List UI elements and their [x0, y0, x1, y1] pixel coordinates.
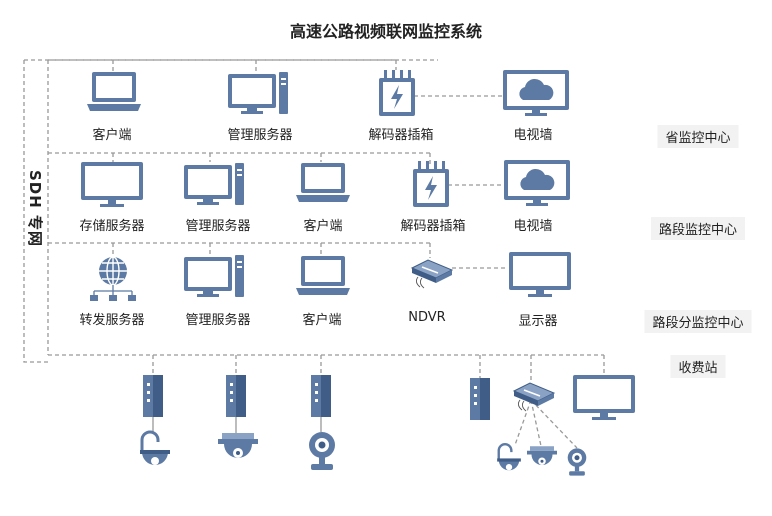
subsection-client-laptop-icon	[295, 254, 351, 298]
section-tv-wall-label: 电视墙	[513, 219, 553, 234]
diagram-title: 高速公路视频联网监控系统	[289, 22, 482, 41]
zone-subsection: 路段分监控中心	[644, 310, 752, 333]
section-tv-wall-icon	[504, 160, 570, 206]
section-client-label: 客户端	[303, 219, 343, 234]
encoder-icon	[224, 375, 248, 417]
section-client-laptop-icon	[295, 161, 351, 205]
section-storage-label: 存储服务器	[79, 219, 145, 234]
province-decoder-label: 解码器插箱	[368, 128, 434, 143]
webcam-icon	[307, 430, 337, 472]
zone-province: 省监控中心	[657, 125, 739, 148]
zone-toll: 收费站	[670, 355, 726, 378]
dome-camera-icon	[527, 446, 557, 472]
subsection-server-icon	[184, 255, 246, 297]
subsection-ndvr-icon	[408, 256, 454, 290]
section-storage-monitor-icon	[81, 162, 143, 208]
section-decoder-icon	[410, 161, 452, 209]
subsection-ndvr-label: NDVR	[408, 310, 446, 325]
webcam-icon	[566, 447, 588, 477]
section-server-icon	[184, 163, 246, 205]
section-server-label: 管理服务器	[185, 219, 251, 234]
subsection-display-monitor-icon	[509, 252, 571, 298]
subsection-client-label: 客户端	[302, 313, 342, 328]
subsection-display-label: 显示器	[518, 314, 558, 329]
province-client-laptop-icon	[86, 70, 142, 114]
province-client-label: 客户端	[92, 128, 132, 143]
subsection-forward-label: 转发服务器	[79, 313, 145, 328]
dome-camera-icon	[218, 433, 258, 467]
ptz-camera-icon	[494, 443, 524, 476]
province-decoder-icon	[376, 70, 418, 118]
forward-server-globe-network-icon	[88, 255, 138, 303]
toll-ndvr-icon	[510, 379, 556, 413]
ptz-camera-icon	[136, 430, 174, 472]
zone-section: 路段监控中心	[650, 217, 746, 240]
province-server-icon	[228, 72, 290, 114]
province-tv-wall-label: 电视墙	[513, 128, 553, 143]
province-tv-wall-icon	[503, 70, 569, 116]
toll-monitor-icon	[573, 375, 635, 421]
encoder-icon	[468, 378, 492, 420]
province-server-label: 管理服务器	[227, 128, 293, 143]
section-decoder-label: 解码器插箱	[400, 219, 466, 234]
encoder-icon	[309, 375, 333, 417]
encoder-icon	[141, 375, 165, 417]
subsection-server-label: 管理服务器	[185, 313, 251, 328]
sdh-network-label: SDH 专网	[26, 170, 44, 248]
